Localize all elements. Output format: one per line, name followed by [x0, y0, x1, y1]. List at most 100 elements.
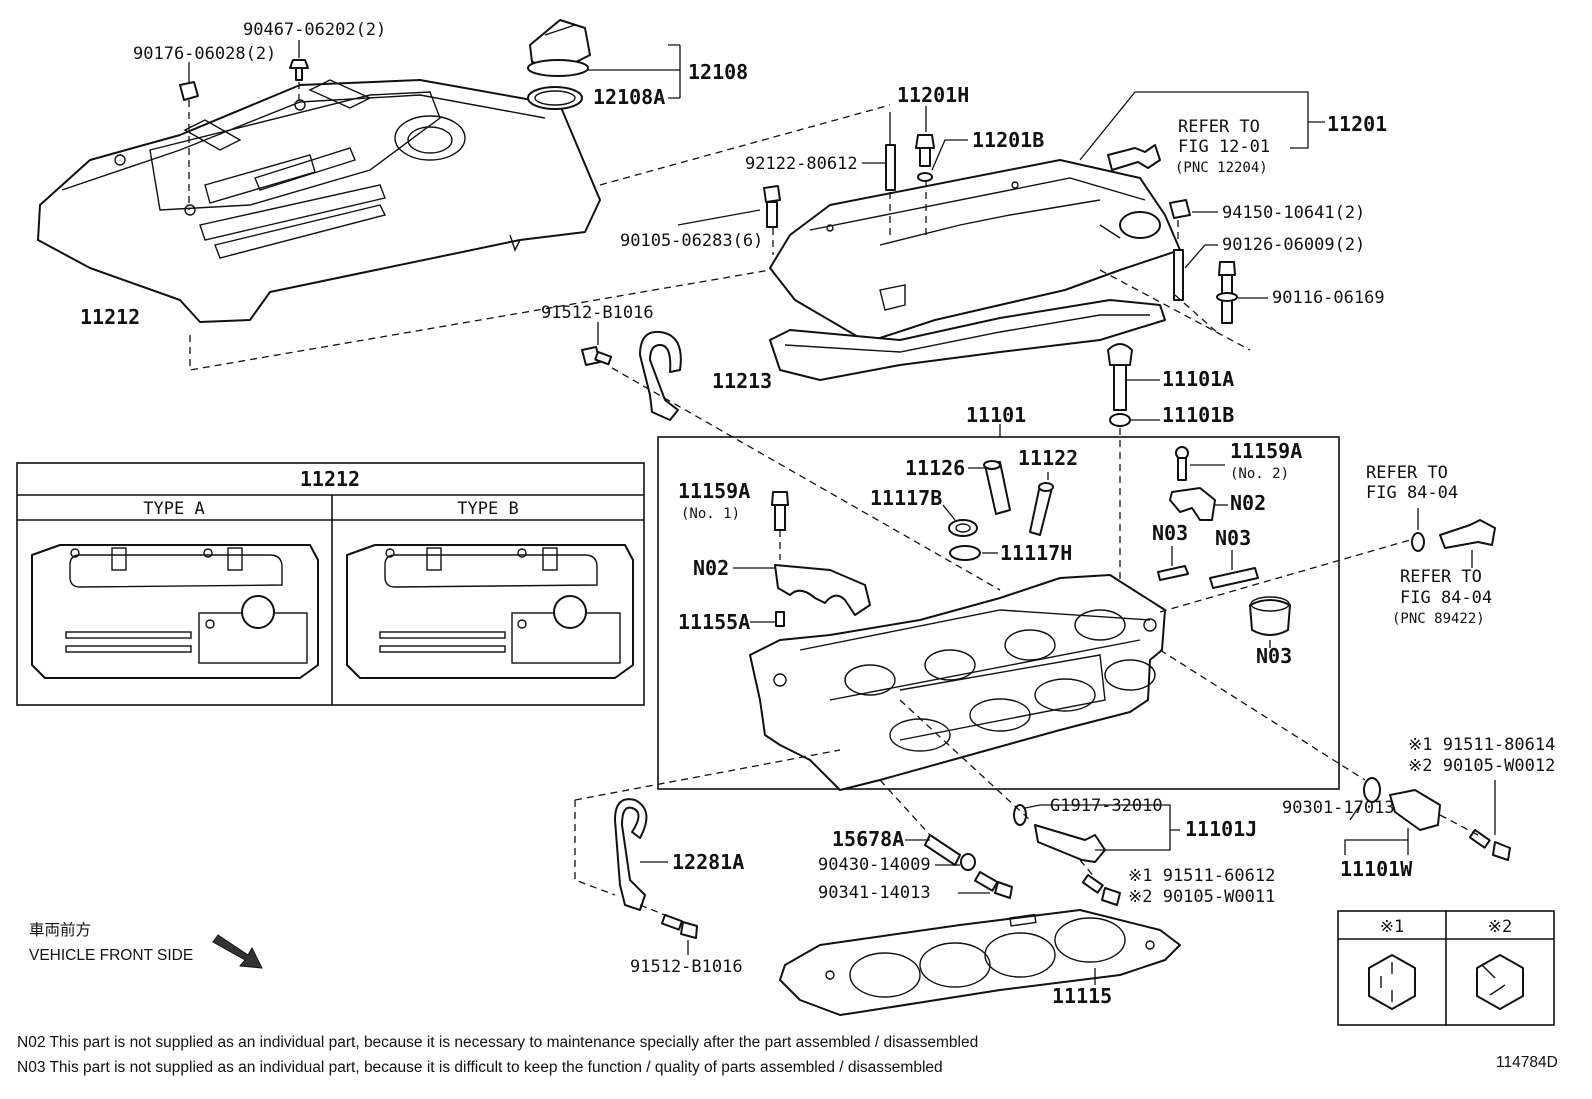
label-90116: 90116-06169: [1272, 288, 1385, 308]
vehicle-front-arrow-icon: [212, 934, 263, 969]
label-12108A: 12108A: [593, 85, 665, 109]
cylinder-head-11101: [749, 574, 1166, 791]
cam-position-sensor-icon: [1389, 789, 1441, 831]
label-90105-W0012: ※2 90105-W0012: [1408, 756, 1555, 776]
head-gasket-11115: [779, 909, 1181, 1016]
engine-hanger-top-icon: [639, 330, 682, 421]
type-table-title: 11212: [300, 467, 360, 491]
nut-90176-icon: [179, 81, 199, 101]
label-90105-W0011: ※2 90105-W0011: [1128, 887, 1275, 907]
label-90126: 90126-06009(2): [1222, 235, 1365, 255]
label-15678A: 15678A: [832, 827, 904, 851]
bolt-11201B-icon: [915, 134, 935, 182]
hex-bolt-marking-2-icon: [1476, 954, 1524, 1010]
label-11159A-no1: 11159A: [678, 479, 750, 503]
oil-pressure-switch-icon: [1439, 519, 1496, 549]
label-11159A-no2: 11159A: [1230, 439, 1302, 463]
stud-92122-icon: [885, 144, 896, 191]
label-refer-84-top-a: REFER TO: [1366, 463, 1448, 483]
label-11115: 11115: [1052, 984, 1112, 1008]
label-11201: 11201: [1327, 112, 1387, 136]
note-n02: N02 This part is not supplied as an indi…: [17, 1034, 978, 1051]
valve-guide-11122-icon: [1029, 482, 1054, 536]
cylinder-head-box: [657, 436, 1340, 790]
label-94150: 94150-10641(2): [1222, 203, 1365, 223]
o-ring-g1917-icon: [1013, 804, 1027, 826]
front-label-jp: 車両前方: [29, 921, 91, 939]
label-90430: 90430-14009: [818, 855, 931, 875]
label-12108: 12108: [688, 60, 748, 84]
type-b-label: TYPE B: [457, 499, 518, 519]
label-n03-a: N03: [1152, 521, 1188, 545]
label-11117H: 11117H: [1000, 541, 1072, 565]
bolt-91512-top-icon: [581, 346, 613, 366]
fastener-legend-table: [1337, 910, 1555, 1026]
label-91511-80614: ※1 91511-80614: [1408, 735, 1555, 755]
label-refer-84-top-b: FIG 84-04: [1366, 483, 1458, 503]
hex-bolt-marking-1-icon: [1368, 954, 1416, 1010]
label-92122: 92122-80612: [745, 154, 858, 174]
stud-90126-icon: [1173, 249, 1184, 301]
label-11159A-no1-sub: (No. 1): [681, 506, 740, 522]
pin-n03-b-icon: [1209, 567, 1259, 589]
gasket-90430-icon: [960, 853, 976, 871]
legend-col1: ※1: [1380, 917, 1404, 937]
seal-11117B-icon: [948, 519, 978, 537]
label-11101J: 11101J: [1185, 817, 1257, 841]
label-11201H: 11201H: [897, 83, 969, 107]
label-90105-06283: 90105-06283(6): [620, 231, 763, 251]
washer-84-04-icon: [1411, 532, 1425, 552]
label-refer-84-bot-c: (PNC 89422): [1392, 611, 1485, 627]
pin-n03-a-icon: [1157, 565, 1189, 581]
label-90467: 90467-06202(2): [243, 20, 386, 40]
label-11101: 11101: [966, 403, 1026, 427]
cylinder-head-cover-11201: [769, 159, 1181, 339]
label-11101W: 11101W: [1340, 857, 1413, 881]
label-90341: 90341-14013: [818, 883, 931, 903]
figure-id: 114784D: [1496, 1054, 1558, 1071]
label-refer-84-bot-b: FIG 84-04: [1400, 588, 1492, 608]
bolt-90116-icon: [1216, 261, 1238, 324]
label-n02-left: N02: [693, 556, 729, 580]
gasket-11213: [769, 299, 1166, 381]
plug-tube-11126-icon: [983, 460, 1011, 515]
label-11155A: 11155A: [678, 610, 750, 634]
front-label-en: VEHICLE FRONT SIDE: [29, 947, 193, 964]
head-bolt-11101A-icon: [1107, 343, 1133, 427]
type-a-label: TYPE A: [143, 499, 204, 519]
labels: 90467-06202(2) 90176-06028(2) 12108 1210…: [80, 20, 1555, 1008]
label-g1917: G1917-32010: [1050, 796, 1163, 816]
bolt-91511-80614-icon: [1468, 829, 1511, 861]
bearing-cap-n02-left-icon: [774, 564, 871, 616]
oil-filler-cap-12108-icon: [527, 19, 591, 110]
note-n03: N03 This part is not supplied as an indi…: [17, 1059, 943, 1076]
label-n03-b: N03: [1215, 526, 1251, 550]
label-12281A: 12281A: [672, 850, 744, 874]
label-11126: 11126: [905, 456, 965, 480]
label-refer-1201-c: (PNC 12204): [1175, 160, 1268, 176]
bolt-90105-icon: [763, 185, 781, 228]
label-91511-60612: ※1 91511-60612: [1128, 866, 1275, 886]
label-91512-bottom: 91512-B1016: [630, 957, 743, 977]
label-n03-c: N03: [1256, 644, 1292, 668]
bolt-11159A-no2-icon: [1175, 446, 1189, 481]
label-refer-84-bot-a: REFER TO: [1400, 567, 1482, 587]
bolt-91511-60612-icon: [1081, 873, 1121, 906]
label-90301: 90301-17013: [1282, 798, 1395, 818]
label-n02-right: N02: [1230, 491, 1266, 515]
label-90176: 90176-06028(2): [133, 44, 276, 64]
bolt-11159A-no1-icon: [771, 491, 789, 531]
pcv-valve-icon: [1107, 144, 1161, 171]
label-11201B: 11201B: [972, 128, 1044, 152]
type-table: [16, 462, 645, 706]
label-refer-1201-b: FIG 12-01: [1178, 137, 1270, 157]
cover-type-a-icon: [31, 544, 319, 679]
bolt-91512-bottom-icon: [660, 914, 698, 939]
label-11117B: 11117B: [870, 486, 942, 510]
label-11213: 11213: [712, 369, 772, 393]
label-refer-1201-a: REFER TO: [1178, 117, 1260, 137]
engine-cover-11212: [37, 79, 601, 323]
label-91512-top: 91512-B1016: [541, 303, 654, 323]
